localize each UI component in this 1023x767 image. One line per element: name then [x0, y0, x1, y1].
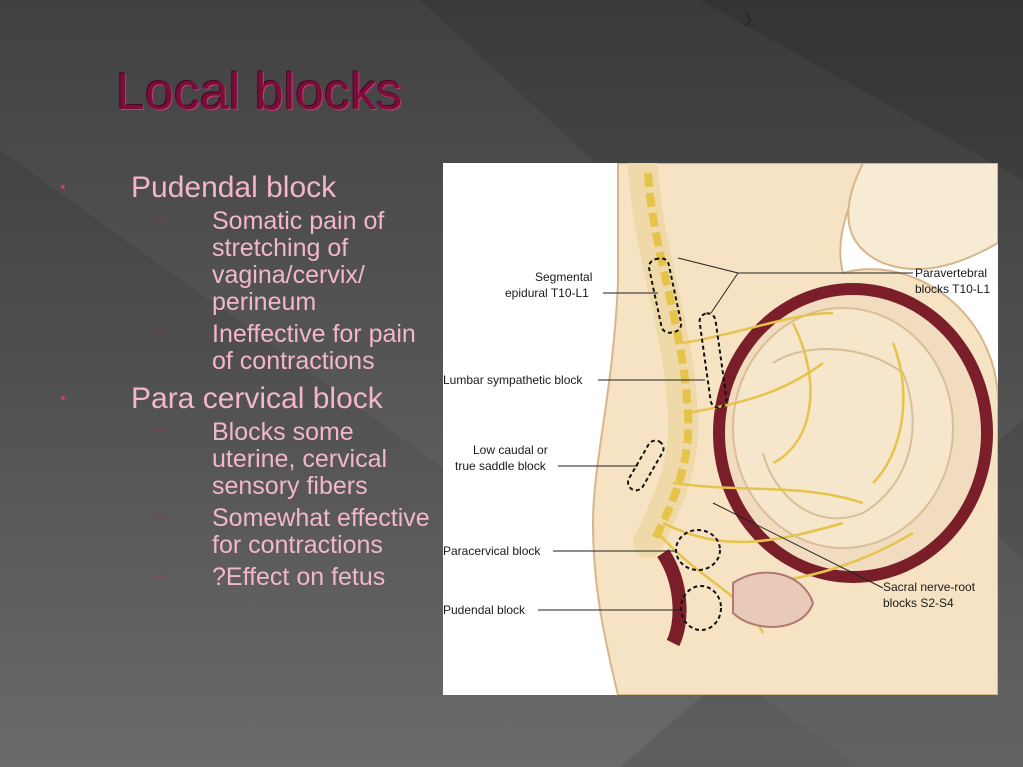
- sub-bullet-text: Blocks some uterine, cervical sensory fi…: [212, 418, 388, 500]
- sub-bullet-item: – Somatic pain of stretching of vagina/c…: [56, 208, 436, 316]
- fetus-detail: [762, 348, 914, 520]
- sub-bullet-text: Somatic pain of stretching of vagina/cer…: [212, 207, 385, 316]
- pudendal-label: Pudendal block: [443, 603, 526, 617]
- sub-bullet-item: – Somewhat effective for contractions: [56, 505, 436, 559]
- sub-bullet-text: ?Effect on fetus: [212, 563, 386, 591]
- bullet-item: • Pudendal block: [56, 172, 436, 204]
- dash-icon: –: [156, 567, 165, 584]
- epidural-region: [648, 257, 683, 334]
- spine-nerves: [644, 172, 693, 545]
- dash-icon: –: [156, 508, 165, 525]
- dash-icon: –: [156, 211, 165, 228]
- bullet-dot-icon: •: [60, 390, 66, 407]
- dash-icon: –: [156, 324, 165, 341]
- sub-bullet-text: Somewhat effective for contractions: [212, 504, 430, 559]
- slide-title: Local blocks: [116, 63, 403, 121]
- bullet-dot-icon: •: [60, 179, 66, 196]
- sacral-label-1: Sacral nerve-root: [883, 580, 976, 594]
- paravertebral-label-1: Paravertebral: [915, 266, 987, 280]
- dash-icon: –: [156, 422, 165, 439]
- paravertebral-label-2: blocks T10-L1: [915, 282, 990, 296]
- sub-bullet-text: Ineffective for pain of contractions: [212, 320, 416, 375]
- lumbar-region: [698, 312, 728, 409]
- bullet-item: • Para cervical block: [56, 383, 436, 415]
- caudal-label-2: true saddle block: [455, 459, 547, 473]
- bullet-text: Pudendal block: [131, 171, 337, 204]
- segmental-label-1: Segmental: [535, 270, 592, 284]
- bullet-list: • Pudendal block – Somatic pain of stret…: [56, 172, 436, 596]
- sacral-label-2: blocks S2-S4: [883, 596, 954, 610]
- slide-nav-icon: ❯: [742, 10, 754, 26]
- fetus: [732, 307, 954, 549]
- breast-outline: [847, 163, 998, 271]
- block-regions: [627, 257, 728, 631]
- anatomy-illustration: Segmental epidural T10-L1 Paravertebral …: [443, 163, 998, 695]
- bullet-text: Para cervical block: [131, 382, 383, 415]
- sub-bullet-item: – Ineffective for pain of contractions: [56, 321, 436, 375]
- paracervical-region: [675, 529, 721, 571]
- anatomy-figure: Segmental epidural T10-L1 Paravertebral …: [443, 163, 998, 695]
- caudal-region: [627, 439, 665, 492]
- paracervical-label: Paracervical block: [443, 544, 541, 558]
- pudendal-region: [680, 585, 722, 631]
- sub-bullet-item: – ?Effect on fetus: [56, 564, 436, 591]
- bladder: [732, 571, 815, 628]
- caudal-label-1: Low caudal or: [473, 443, 548, 457]
- lumbar-label: Lumbar sympathetic block: [443, 373, 583, 387]
- rectum: [657, 549, 687, 647]
- sub-bullet-item: – Blocks some uterine, cervical sensory …: [56, 419, 436, 500]
- segmental-label-2: epidural T10-L1: [505, 286, 589, 300]
- leader-lines: [538, 257, 913, 611]
- spine: [628, 163, 699, 558]
